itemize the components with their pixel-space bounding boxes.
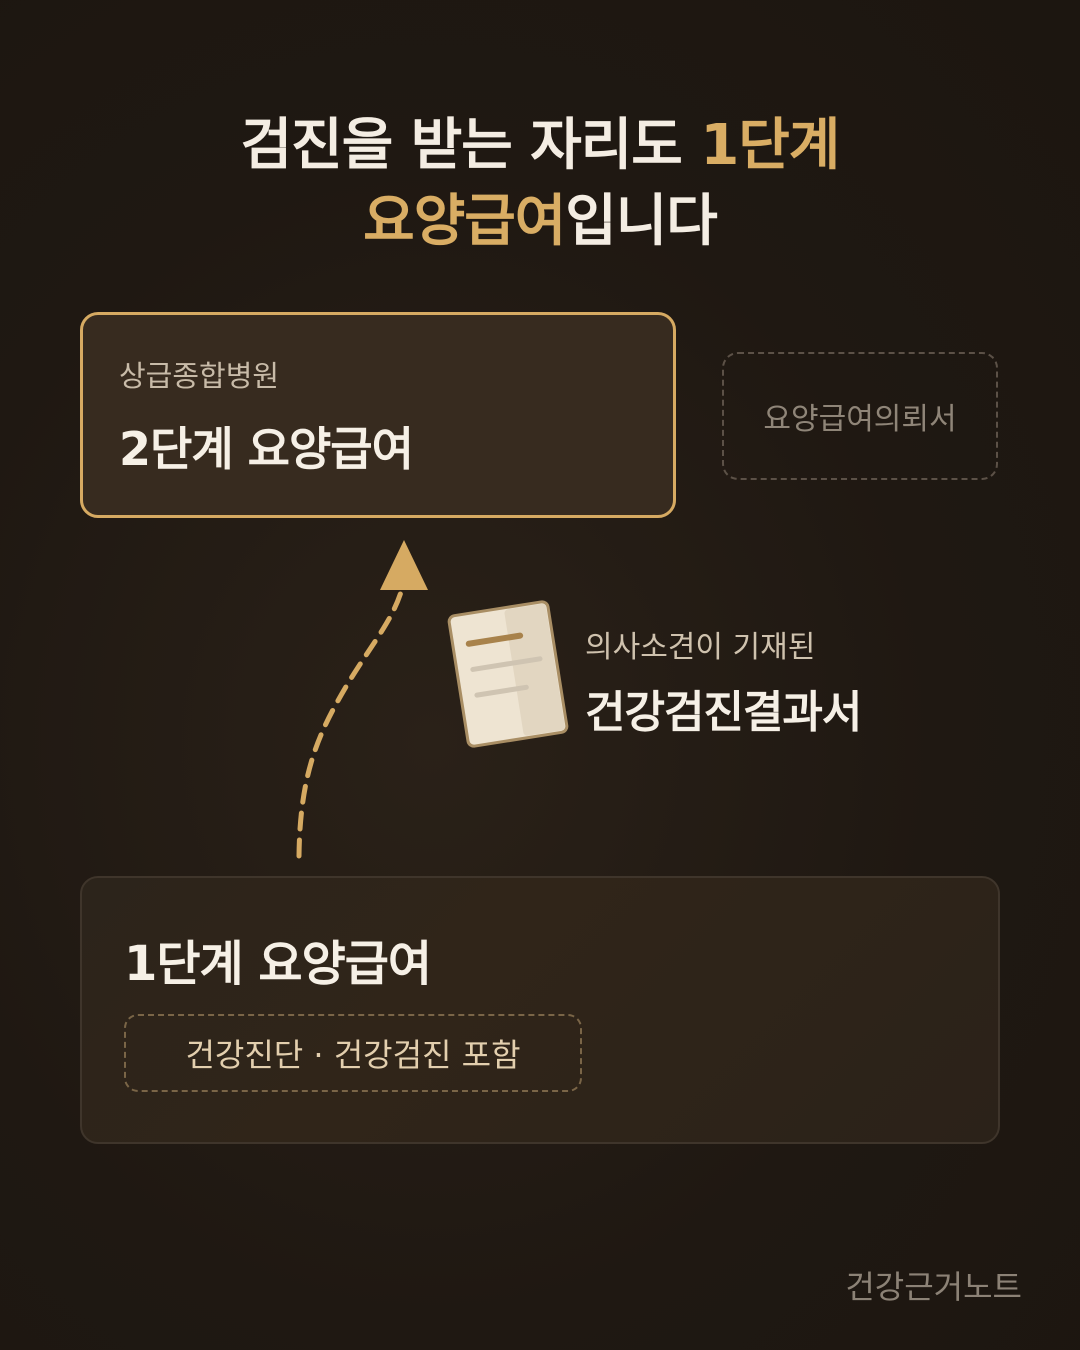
title-line-1-text: 검진을 받는 자리도 bbox=[240, 113, 701, 178]
stage2-card: 상급종합병원 2단계 요양급여 bbox=[80, 312, 676, 518]
title-line-2: 요양급여입니다 bbox=[0, 184, 1080, 260]
referral-label-box: 요양급여의뢰서 bbox=[722, 352, 998, 480]
referral-label: 요양급여의뢰서 bbox=[763, 402, 957, 437]
title-accent-benefit: 요양급여 bbox=[363, 189, 566, 254]
stage1-card: 1단계 요양급여 건강진단 · 건강검진 포함 bbox=[80, 876, 1000, 1144]
stage1-tag: 건강진단 · 건강검진 포함 bbox=[185, 1036, 521, 1074]
document-icon bbox=[447, 600, 569, 748]
arrow-head-icon bbox=[380, 540, 428, 590]
brand-label: 건강근거노트 bbox=[845, 1268, 1022, 1306]
stage2-subtitle: 상급종합병원 bbox=[119, 359, 280, 393]
stage1-label: 1단계 요양급여 bbox=[124, 936, 432, 992]
page-title: 검진을 받는 자리도 1단계 요양급여입니다 bbox=[0, 108, 1080, 260]
result-subtitle: 의사소견이 기재된 bbox=[585, 630, 816, 665]
dashed-arrow-line bbox=[296, 589, 404, 859]
title-line-1: 검진을 받는 자리도 1단계 bbox=[0, 108, 1080, 184]
stage1-tag-box: 건강진단 · 건강검진 포함 bbox=[124, 1014, 582, 1092]
title-line-2-text: 입니다 bbox=[565, 189, 718, 254]
result-label: 건강검진결과서 bbox=[585, 687, 862, 738]
stage2-label: 2단계 요양급여 bbox=[119, 422, 414, 476]
title-accent-stage: 1단계 bbox=[700, 113, 840, 178]
